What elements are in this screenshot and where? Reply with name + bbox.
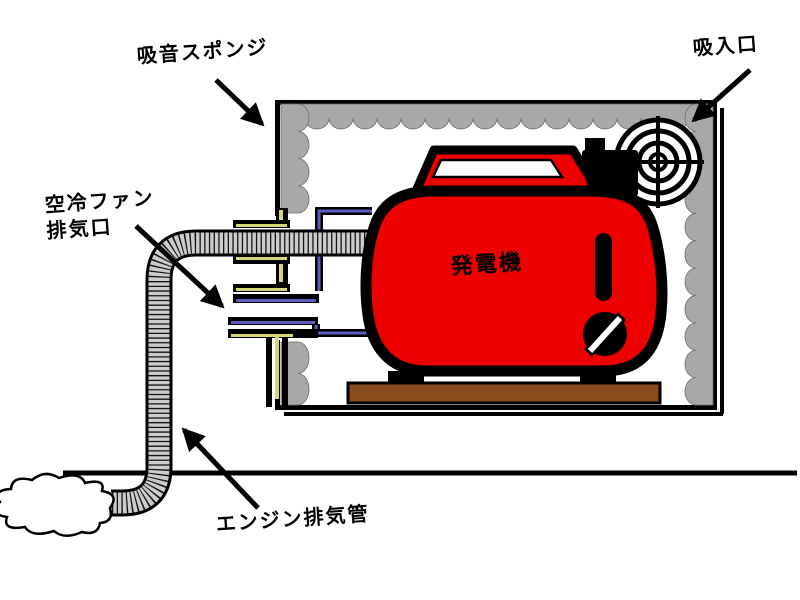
- box-shadow: [284, 108, 724, 416]
- exhaust-hose: [111, 229, 370, 517]
- arrow-intake: [691, 68, 752, 123]
- exhaust-port-baffles: [228, 208, 319, 407]
- engine-block-cap: [585, 138, 605, 154]
- vent-slot: [595, 233, 612, 301]
- label-fan-exhaust: 空冷ファン 排気口: [44, 185, 157, 245]
- label-intake: 吸入口: [692, 33, 760, 60]
- arrow-sponge: [214, 78, 265, 127]
- handle-opening: [431, 158, 565, 179]
- generator: [346, 138, 668, 405]
- arrow-exhaust-pipe: [181, 427, 260, 510]
- generator-base: [346, 381, 662, 405]
- label-generator: 発電機: [450, 248, 524, 279]
- annotation-arrows: [134, 68, 752, 510]
- smoke-cloud: [0, 472, 115, 537]
- fuel-knob: [583, 312, 627, 357]
- arrow-exhaust-port: [134, 224, 225, 309]
